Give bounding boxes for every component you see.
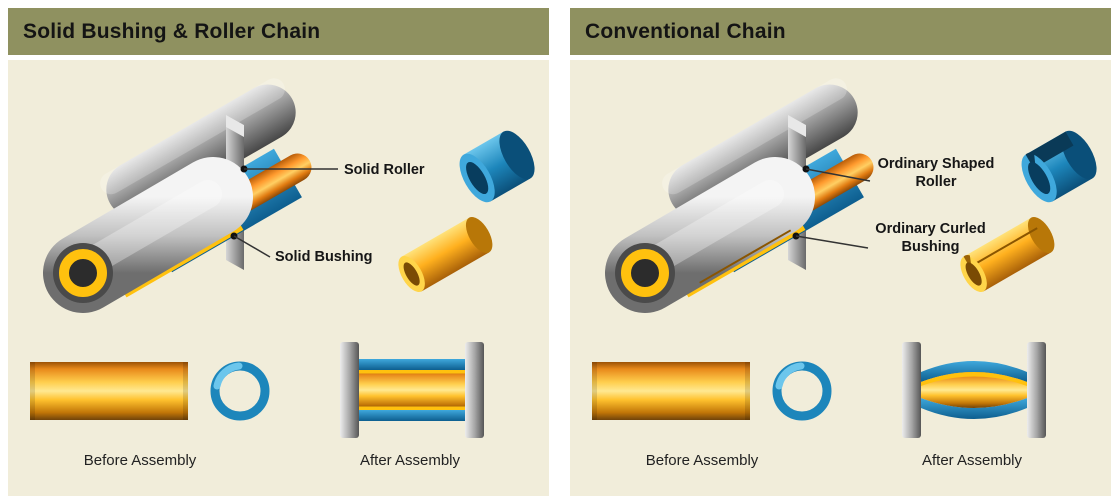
bushing-leader-line	[233, 235, 271, 258]
caption-after-assembly: After Assembly	[359, 452, 461, 469]
solid-assembly-figure	[8, 342, 484, 438]
solid-chain-cutaway-figure	[8, 75, 542, 325]
curled-bushing-seam	[699, 229, 792, 284]
panel-conventional-body: Ordinary Shaped Roller Ordinary Curled B…	[570, 60, 1111, 496]
panel-title: Conventional Chain	[585, 19, 786, 43]
conventional-chain-cutaway-figure	[570, 75, 1104, 325]
solid-roller-part	[452, 125, 542, 208]
bushing-leader-line	[795, 235, 869, 249]
label-solid-roller: Solid Roller	[344, 162, 425, 178]
panel-solid-chain: Solid Bushing & Roller Chain Solid Rolle…	[8, 8, 549, 496]
before-assembly-figure	[30, 362, 265, 420]
label-ordinary-shaped-roller: Ordinary Shaped Roller	[877, 156, 995, 190]
panel-solid-body: Solid Roller Solid Bushing Before Assemb…	[8, 60, 549, 496]
caption-after-assembly: After Assembly	[921, 452, 1023, 469]
after-assembly-figure	[340, 342, 484, 438]
ordinary-shaped-roller-part	[1014, 124, 1104, 208]
label-solid-bushing: Solid Bushing	[275, 249, 373, 265]
conventional-assembly-figure	[570, 342, 1046, 438]
roller-leader-line	[805, 168, 871, 182]
before-assembly-figure	[592, 362, 827, 420]
label-ordinary-curled-bushing: Ordinary Curled Bushing	[875, 221, 986, 255]
panel-solid-header: Solid Bushing & Roller Chain	[8, 8, 549, 55]
panel-conventional-chain: Conventional Chain Ordinary Shaped Rolle…	[570, 8, 1111, 496]
panel-conventional-header: Conventional Chain	[570, 8, 1111, 55]
caption-before-assembly: Before Assembly	[645, 452, 759, 469]
solid-bushing-part	[392, 212, 498, 297]
caption-before-assembly: Before Assembly	[83, 452, 197, 469]
panel-title: Solid Bushing & Roller Chain	[23, 19, 321, 43]
after-assembly-figure	[902, 342, 1046, 438]
